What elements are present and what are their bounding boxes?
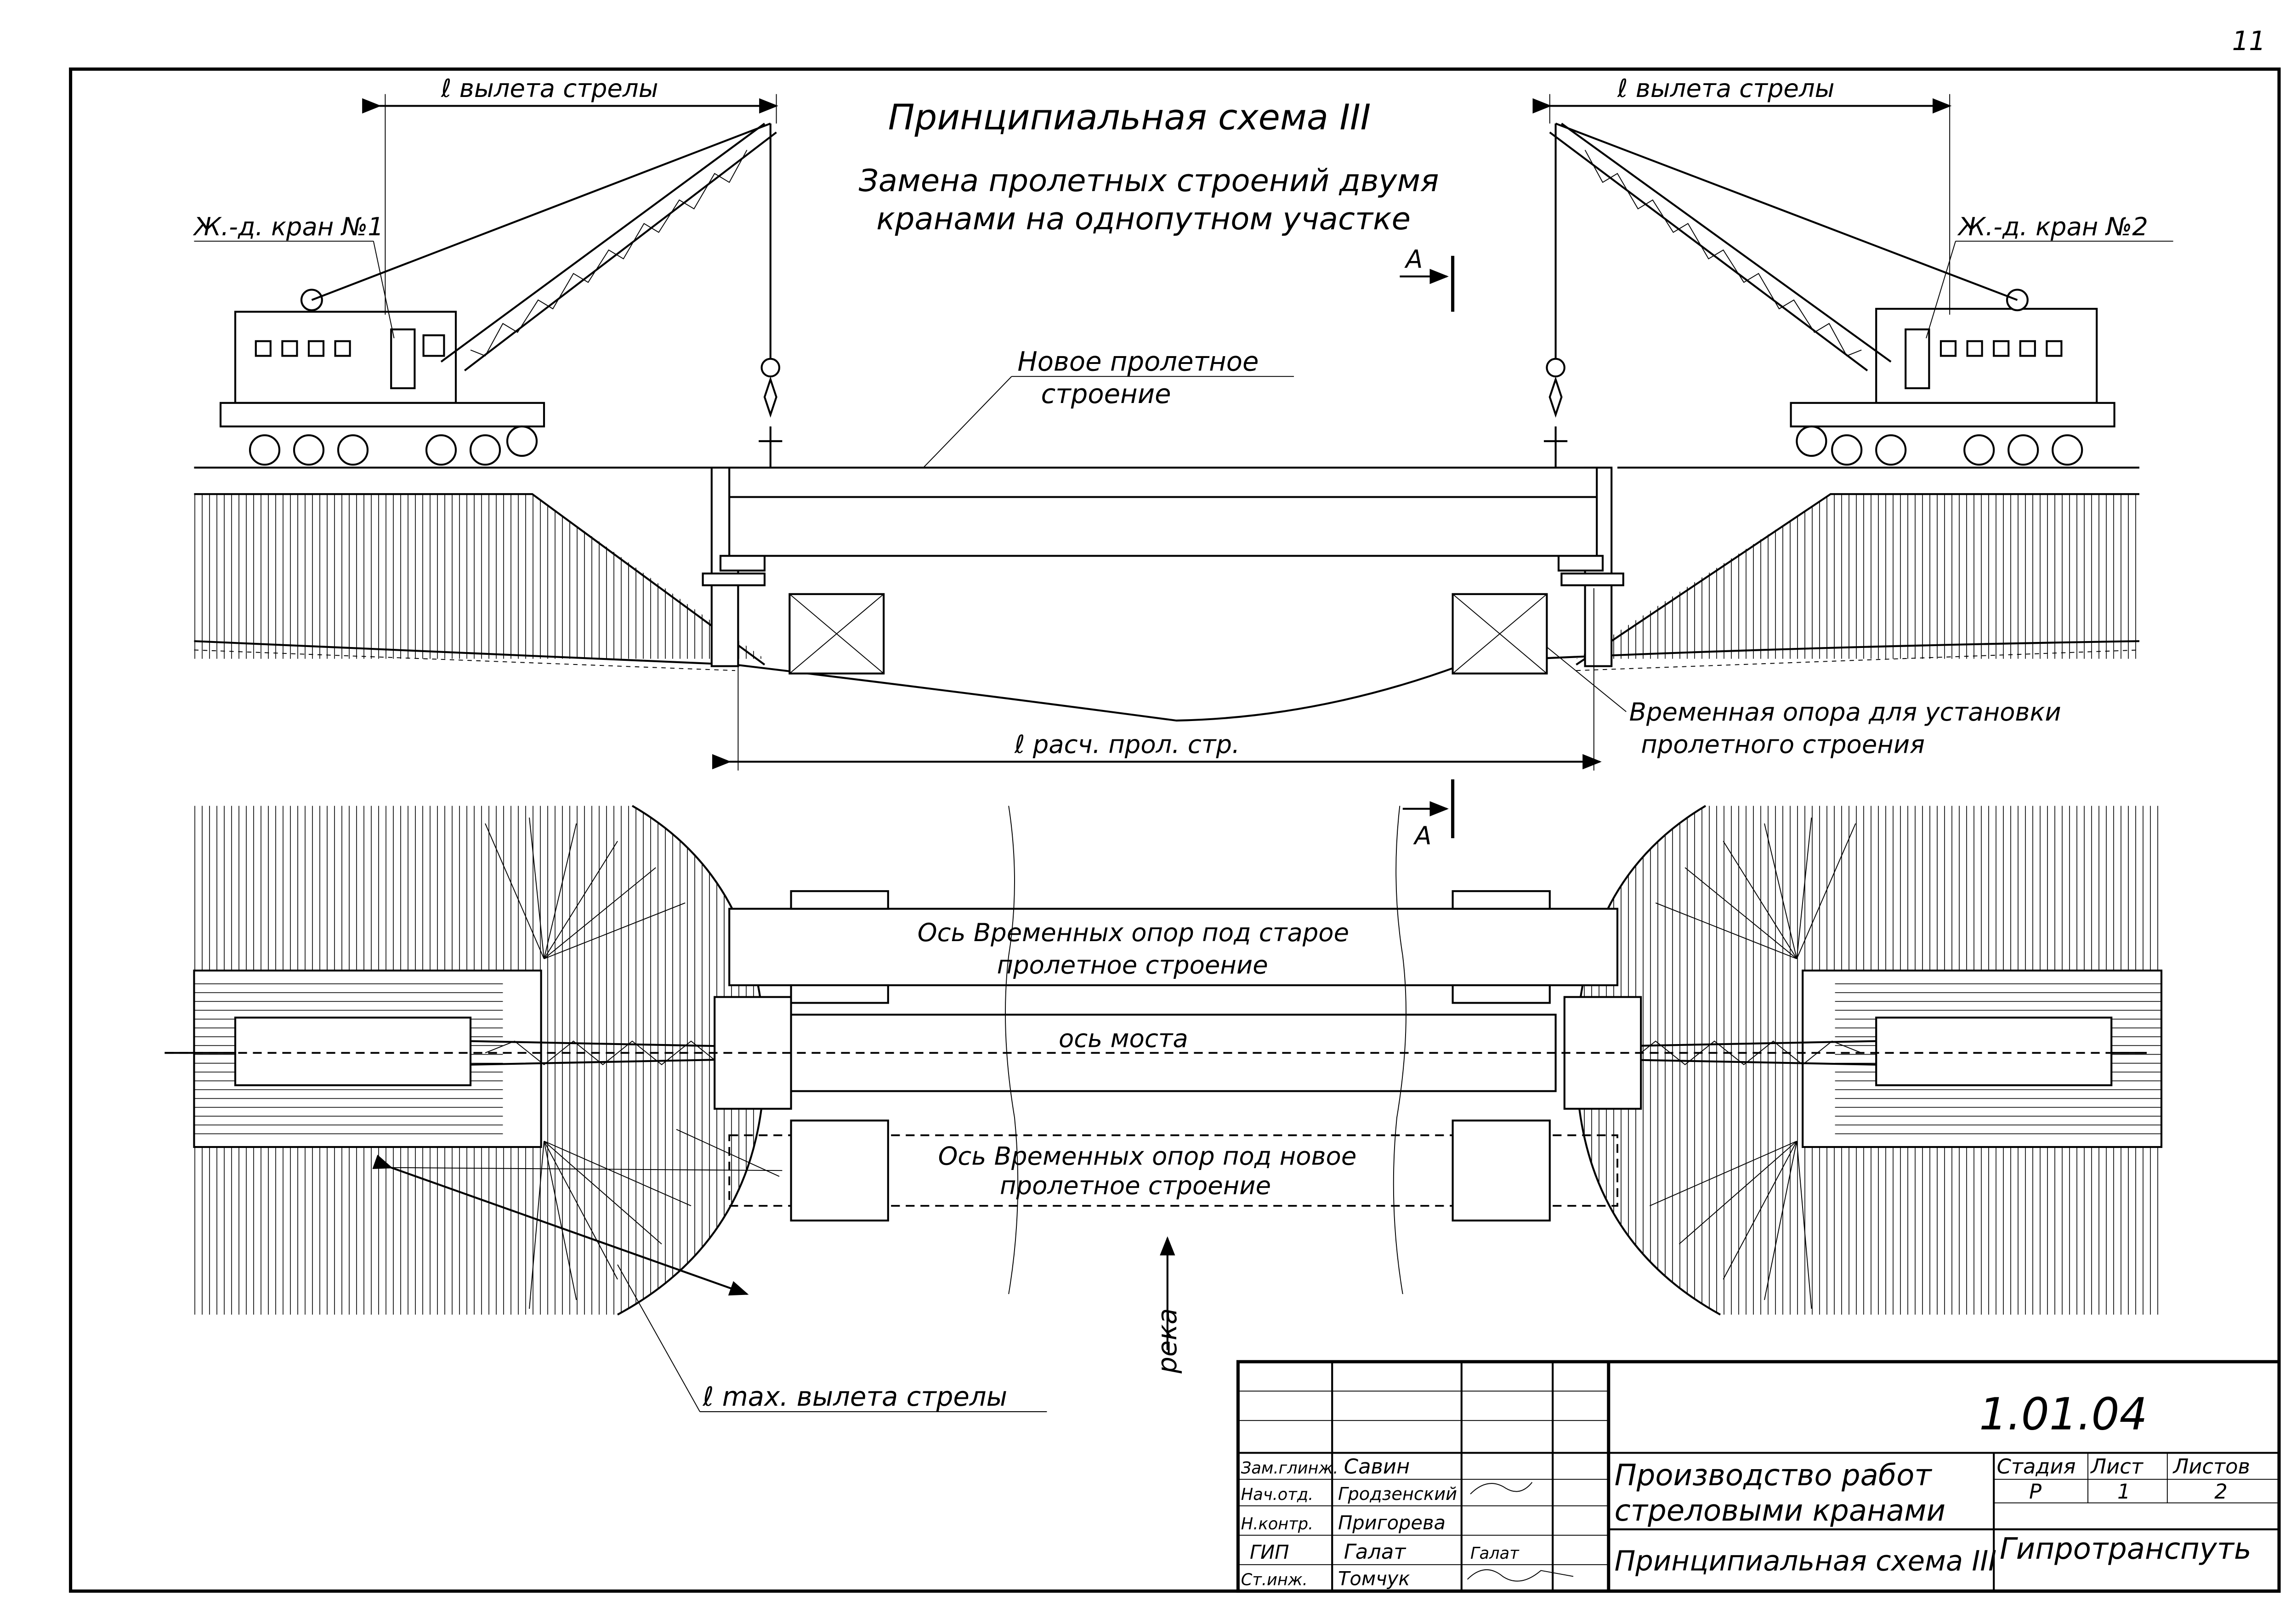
subtitle-line-2: кранами на однопутном участке — [876, 201, 1411, 237]
section-mark-bottom: A — [1402, 779, 1455, 850]
old-span-supports — [728, 908, 1619, 987]
elevation-view: ℓ вылета стрелы ℓ вылета стрелы Принципи… — [193, 74, 2173, 771]
sheet-value: 1 — [2117, 1479, 2131, 1504]
sheet-title: Принципиальная схема III — [1615, 1545, 1997, 1578]
staff-role-3: Н.контр. — [1241, 1515, 1313, 1533]
embankment-right — [1576, 494, 2139, 659]
drawing-title: Принципиальная схема III — [888, 97, 1371, 138]
staff-role-5: Ст.инж. — [1241, 1571, 1308, 1590]
crane-1 — [219, 122, 783, 468]
max-reach-label: ℓ max. вылета стрелы — [703, 1381, 1008, 1412]
stage-header: Стадия — [1997, 1454, 2076, 1478]
sheets-header: Листов — [2172, 1454, 2250, 1478]
embankment-left — [194, 494, 765, 659]
temporary-support-right — [1452, 593, 1548, 675]
new-axis-label-1: Ось Временных опор под новое — [938, 1141, 1357, 1170]
staff-name-1: Савин — [1344, 1454, 1410, 1478]
river-label: река — [1152, 1308, 1183, 1374]
sheet-frame — [69, 67, 2281, 1593]
temp-support-label-1: Временная опора для установки — [1629, 698, 2061, 727]
crane-1-plan — [234, 1016, 472, 1086]
section-mark-top: A — [1400, 244, 1455, 312]
signature-scribbles — [1467, 1482, 1574, 1582]
crane-1-label: Ж.-д. кран №1 — [193, 212, 383, 241]
bridge-axis-label: ось моста — [1059, 1024, 1188, 1053]
staff-name-2: Гродзенский — [1338, 1484, 1457, 1505]
staff-role-4: ГИП — [1250, 1541, 1289, 1563]
sheets-value: 2 — [2214, 1479, 2228, 1504]
staff-name-3: Пригорева — [1338, 1511, 1446, 1534]
riverbed — [194, 640, 2140, 722]
staff-role-1: Зам.глинж. — [1241, 1459, 1338, 1477]
title-block: 1.01.04 Зам.глинж. Савин Нач.отд. Гродзе… — [1236, 1360, 2281, 1593]
boom-reach-dimension-left — [362, 94, 778, 315]
new-span-label-2: строение — [1041, 379, 1171, 409]
temporary-support-left — [788, 593, 885, 675]
stage-value: Р — [2029, 1479, 2041, 1504]
sheet-header: Лист — [2090, 1454, 2144, 1478]
organization: Гипротранспуть — [2000, 1532, 2251, 1566]
new-span-girder — [728, 466, 1598, 557]
old-axis-label-2: пролетное строение — [997, 950, 1268, 979]
boom-reach-dimension-right — [1532, 94, 1952, 315]
svg-text:A: A — [1413, 821, 1431, 850]
staff-name-4: Галат — [1344, 1539, 1406, 1564]
boom-reach-label-left: ℓ вылета стрелы — [441, 74, 658, 103]
new-span-label-1: Новое пролетное — [1017, 346, 1259, 377]
doc-code: 1.01.04 — [1979, 1388, 2147, 1440]
old-axis-label-1: Ось Временных опор под старое — [918, 918, 1349, 947]
staff-signature-4: Галат — [1470, 1544, 1520, 1563]
temp-support-label-2: пролетного строения — [1641, 730, 1925, 759]
svg-text:A: A — [1404, 244, 1423, 273]
crane-2-label: Ж.-д. кран №2 — [1957, 212, 2148, 241]
staff-name-5: Томчук — [1338, 1567, 1410, 1590]
crane-2-plan — [1875, 1016, 2113, 1086]
new-axis-label-2: пролетное строение — [1000, 1171, 1271, 1200]
boom-reach-label-right: ℓ вылета стрелы — [1617, 74, 1835, 103]
crane-2 — [1544, 122, 2115, 468]
staff-role-2: Нач.отд. — [1241, 1485, 1314, 1504]
doc-title-line-1: Производство работ — [1615, 1459, 1933, 1493]
subtitle-line-1: Замена пролетных строений двумя — [859, 163, 1439, 199]
radial-lines-right — [1650, 818, 1856, 1309]
design-span-label: ℓ расч. прол. стр. — [1014, 730, 1240, 759]
plan-view: A Ось Временных опор под старое пролетно… — [164, 779, 2163, 1412]
design-span-dimension — [712, 588, 1602, 771]
max-reach-dimension — [372, 1129, 1047, 1412]
sheet-number: 11 — [2232, 26, 2266, 57]
doc-title-line-2: стреловыми кранами — [1615, 1494, 1945, 1528]
